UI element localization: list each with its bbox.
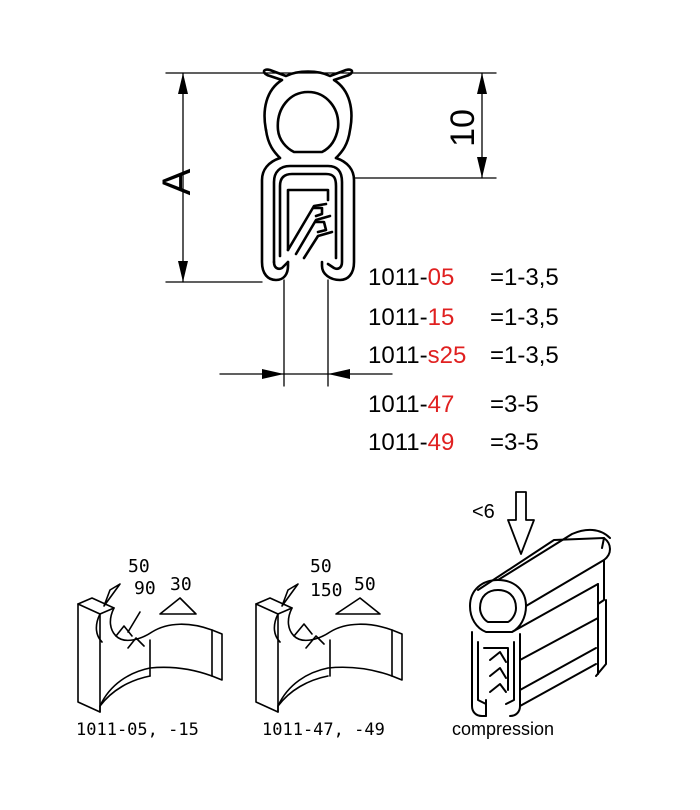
part-suffix: 05 — [427, 264, 455, 291]
angle-label-right-left: 30 — [170, 574, 192, 595]
thickness-range: =1-3,5 — [490, 264, 559, 291]
detail-insert-05-15 — [77, 583, 223, 713]
part-prefix: 1011- — [368, 304, 428, 331]
part-row: 1011-15 =1-3,5 — [368, 304, 559, 332]
part-prefix: 1011- — [368, 391, 428, 418]
part-prefix: 1011- — [368, 264, 428, 291]
part-suffix: s25 — [427, 342, 467, 369]
part-row: 1011-05 =1-3,5 — [368, 264, 559, 292]
angle-label-top-middle: 50 — [310, 556, 332, 577]
clamp-height-dimension-label: 10 — [444, 109, 482, 147]
part-prefix: 1011- — [368, 429, 428, 456]
detail-insert-47-49 — [255, 583, 403, 713]
angle-label-top-left: 50 — [128, 556, 150, 577]
height-dimension-label: A — [155, 168, 199, 195]
thickness-range: =1-3,5 — [490, 342, 559, 369]
part-suffix: 15 — [427, 304, 455, 331]
part-suffix: 49 — [427, 429, 455, 456]
seal-profile-cross-section — [260, 68, 356, 282]
angle-label-right-middle: 50 — [354, 574, 376, 595]
angle-label-mid-middle: 150 — [310, 580, 343, 601]
detail-compression-profile — [469, 491, 611, 717]
dimension-arrowheads — [178, 73, 487, 379]
angle-label-mid-left: 90 — [134, 578, 156, 599]
thickness-range: =3-5 — [490, 391, 539, 418]
part-suffix: 47 — [427, 391, 455, 418]
caption-detail-middle: 1011-47, -49 — [262, 720, 385, 740]
caption-detail-right: compression — [452, 719, 555, 739]
force-label: <6 — [472, 501, 495, 523]
part-prefix: 1011- — [368, 342, 428, 369]
part-row: 1011-49 =3-5 — [368, 429, 539, 457]
thickness-range: =3-5 — [490, 429, 539, 456]
part-row: 1011-47 =3-5 — [368, 391, 539, 419]
thickness-range: =1-3,5 — [490, 304, 559, 331]
caption-detail-left: 1011-05, -15 — [76, 720, 199, 740]
part-row: 1011-s25 =1-3,5 — [368, 342, 559, 370]
dimension-lines — [165, 72, 497, 387]
